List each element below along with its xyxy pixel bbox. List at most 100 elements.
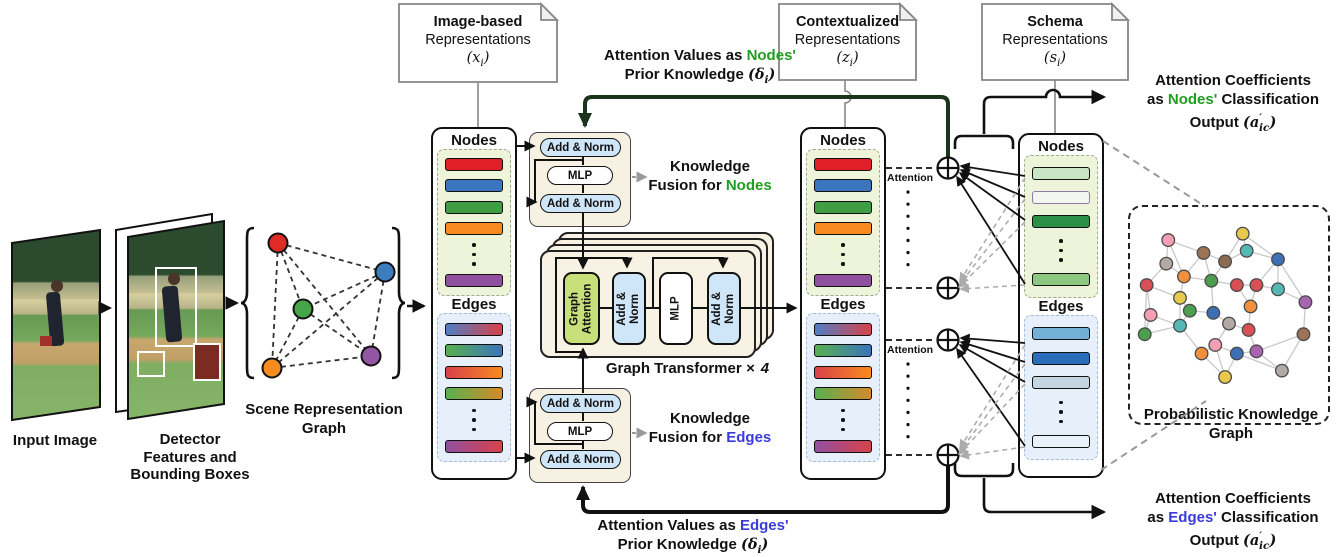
knowledge-graph-node <box>1194 346 1209 361</box>
scene-node <box>267 232 289 254</box>
attention-label: Attention <box>887 344 934 356</box>
knowledge-fusion-nodes-block: Add & Norm MLP Add & Norm <box>529 132 631 227</box>
column-image-based: Nodes Edges <box>431 127 517 480</box>
circled-plus-icon <box>936 156 960 180</box>
knowledge-graph-node <box>1274 363 1289 378</box>
feature-bar <box>445 439 503 453</box>
feature-bar <box>445 273 503 287</box>
knowledge-graph-node <box>1296 327 1311 342</box>
knowledge-graph-node <box>1173 318 1187 333</box>
note-contextualized: Contextualized Representations (zi) <box>794 14 901 69</box>
knowledge-graph-node <box>1241 323 1256 337</box>
feature-bar <box>814 179 872 193</box>
mlp-pill: MLP <box>547 422 613 441</box>
nodes-group <box>1024 155 1098 298</box>
knowledge-graph-node <box>1229 346 1244 361</box>
note-image-based: Image-based Representations (xi) <box>425 14 531 69</box>
knowledge-graph-node <box>1271 252 1285 267</box>
edges-prior-label: Attention Values as Edges' Prior Knowled… <box>597 517 789 556</box>
feature-bar <box>814 365 872 379</box>
knowledge-graph-node <box>1204 273 1219 288</box>
column-contextualized: Nodes Edges <box>800 127 886 480</box>
knowledge-graph-node <box>1218 370 1233 385</box>
knowledge-fusion-edges-block: Add & Norm MLP Add & Norm <box>529 388 631 483</box>
mlp-pill-vertical: MLP <box>659 272 693 345</box>
feature-bar <box>814 322 872 336</box>
knowledge-graph <box>1137 226 1313 385</box>
edges-title: Edges <box>451 296 497 313</box>
feature-bar <box>814 387 872 400</box>
feature-bar <box>1032 215 1090 229</box>
attention-label: Attention <box>887 172 934 184</box>
feature-bar <box>1032 167 1090 181</box>
probabilistic-knowledge-graph-box <box>1128 205 1330 425</box>
feature-bar <box>445 221 503 235</box>
ellipsis-dots <box>841 408 845 431</box>
nodes-group <box>437 149 511 296</box>
scene-node <box>292 298 314 320</box>
feature-bar <box>814 221 872 235</box>
add-norm-pill: Add & Norm <box>540 450 621 469</box>
knowledge-graph-node <box>1159 256 1174 271</box>
ellipsis-dots <box>841 243 845 266</box>
edges-title: Edges <box>820 296 866 313</box>
feature-bar <box>1032 434 1090 448</box>
flow-arrows-left <box>98 296 426 315</box>
feature-bar <box>814 273 872 287</box>
feature-bar <box>814 158 872 172</box>
detector-feature-slab <box>115 212 225 421</box>
knowledge-graph-node <box>1229 278 1244 292</box>
knowledge-graph-node <box>1161 233 1176 248</box>
knowledge-graph-node <box>1206 305 1221 320</box>
knowledge-graph-node <box>1249 278 1264 292</box>
nodes-group <box>806 149 880 296</box>
input-image-photo <box>11 228 101 422</box>
circled-plus-icon <box>936 328 960 352</box>
ellipsis-dots <box>472 243 476 266</box>
feature-bar <box>445 179 503 193</box>
feature-bar <box>1032 351 1090 365</box>
knowledge-graph-node <box>1137 327 1152 342</box>
nodes-title: Nodes <box>451 132 497 149</box>
feature-bar <box>445 158 503 172</box>
knowledge-graph-node <box>1222 316 1236 331</box>
knowledge-graph-node <box>1182 303 1197 318</box>
scene-graph-braces <box>240 226 406 380</box>
feature-bar <box>814 439 872 453</box>
edges-output-label: Attention Coefficients as Edges' Classif… <box>1147 490 1319 552</box>
column-schema: Nodes Edges <box>1018 133 1104 478</box>
edges-title: Edges <box>1038 298 1084 315</box>
add-norm-pill-vertical: Add &Norm <box>612 272 646 345</box>
feature-bar <box>1032 272 1090 286</box>
scene-representation-graph <box>261 232 396 379</box>
feature-bar <box>814 200 872 214</box>
nodes-title: Nodes <box>1038 138 1084 155</box>
circled-plus-icon <box>936 276 960 300</box>
scene-node <box>261 357 283 379</box>
nodes-title: Nodes <box>820 132 866 149</box>
feature-bar <box>1032 327 1090 341</box>
knowledge-fusion-edges-label: Knowledge Fusion for Edges <box>648 410 772 446</box>
mlp-pill: MLP <box>547 166 613 185</box>
knowledge-graph-node <box>1235 226 1250 241</box>
edges-group <box>1024 315 1098 460</box>
nodes-prior-label: Attention Values as Nodes' Prior Knowled… <box>604 47 796 86</box>
knowledge-graph-node <box>1298 295 1313 310</box>
bounding-box <box>193 343 221 381</box>
add-norm-pill-vertical: Add &Norm <box>707 272 741 345</box>
knowledge-graph-node <box>1239 243 1254 258</box>
knowledge-graph-node <box>1139 278 1154 292</box>
feature-bar <box>445 322 503 336</box>
knowledge-graph-node <box>1208 338 1223 352</box>
graph-transformer-label: Graph Transformer × 4 <box>605 360 771 377</box>
circled-plus-icon <box>936 443 960 467</box>
add-norm-pill: Add & Norm <box>540 194 621 213</box>
edges-group <box>437 313 511 462</box>
knowledge-graph-node <box>1143 308 1158 322</box>
note-schema: Schema Representations (si) <box>1002 14 1108 69</box>
knowledge-graph-node <box>1196 245 1211 260</box>
